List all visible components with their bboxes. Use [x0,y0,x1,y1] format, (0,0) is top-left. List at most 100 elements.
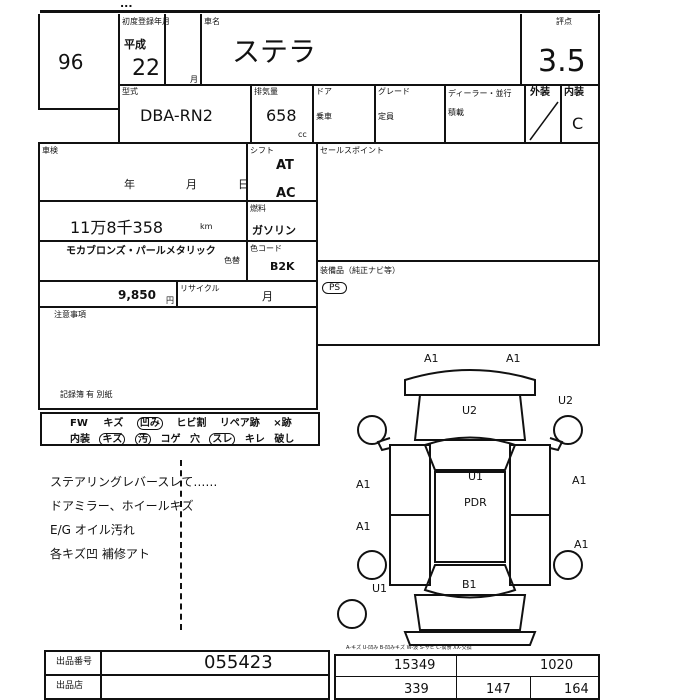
equipment-value: PS [322,282,348,294]
spare-tire [337,599,367,629]
record-value: 有 別紙 [86,390,113,399]
grade-box-label: 評点 [556,17,572,26]
recept-label: 出品店 [56,681,84,691]
interior-grade: C [572,114,584,133]
fuel-value: ガソリン [252,224,296,237]
pass-number-label: 出品番号 [56,657,93,667]
notes: ステアリングレバースレて…… ドアミラー、ホイールキズ E/G オイル汚れ 各キ… [50,470,217,566]
year-label: 初度登録年月 [122,17,170,26]
condition-row-1: FW キズ 凹み ヒビ割 リペア跡 ×跡 [70,414,292,430]
mark-a1-left-front: A1 [356,478,371,491]
cond-ana: 穴 [189,434,200,445]
mark-u2-hood: U2 [462,404,478,417]
stats-box [334,654,600,700]
lot-number: 96 [58,50,84,74]
mark-a1-right-front: A1 [572,474,587,487]
cond-koge: コゲ [160,434,181,445]
stats-vline-2 [530,676,531,700]
interior-label: 内装 [564,87,584,98]
displacement-label: 排気量 [254,87,278,96]
inspection-day: 日 [238,178,249,191]
stat-3: 339 [404,682,429,697]
inspection-year: 年 [124,178,135,191]
mark-a1-left-rear: A1 [356,520,371,533]
record-label: 記録簿 [60,390,84,399]
small-field-2: 定員 [378,112,394,121]
header-strip [40,0,600,13]
inspection-label: 車検 [42,146,58,155]
recycle-label: リサイクル [180,284,220,293]
cond-x: ×跡 [273,418,292,429]
year-unit: 月 [190,75,198,84]
fuel-label: 燃料 [250,204,266,213]
small-field-3: 積載 [448,108,464,117]
recept-box [44,674,330,700]
year-value: 22 [132,56,160,81]
mileage-unit: km [200,222,213,231]
color-code-label: 色コード [250,244,282,253]
year-era: 平成 [124,38,146,51]
cond-yabure: 破し [274,434,295,445]
cond-repair: リペア跡 [219,418,260,429]
stats-hline [334,676,600,677]
condition-row-2: 内装 キズ 汚 コゲ 穴 スレ キレ 破し [70,430,295,446]
mark-pdr: PDR [464,496,487,509]
color-value: モカブロンズ・パールメタリック [66,246,216,257]
mark-u1-left-rear: U1 [372,582,388,595]
small-field-1: 乗車 [316,112,332,121]
remarks-header: 注意事項 [54,310,86,319]
tax-value: 9,850 [118,288,156,302]
stat-4: 147 [486,682,511,697]
exterior-slash [529,101,559,141]
tax-unit: 円 [166,296,174,305]
car-name-value: ステラ [232,35,317,68]
note-3: E/G オイル汚れ [50,523,135,537]
legend: A-キズ U-凹み B-凹みキズ W-波 S-サビ C-腐食 XX-交換 [346,645,472,651]
header-title: ... [120,0,133,10]
recycle-month: 月 [262,290,273,303]
note-2: ドアミラー、ホイールキズ [50,499,194,513]
model-value: DBA-RN2 [140,106,213,125]
shift-label: シフト [250,146,274,155]
grade-box-value: 3.5 [538,44,586,79]
stat-2: 1020 [540,658,574,673]
cond-sure: スレ [209,433,236,446]
displacement-value: 658 [266,106,297,125]
cond-hibi: ヒビ割 [176,418,207,429]
dealer-label: ディーラー・並行 [448,89,512,98]
condition-box [40,412,320,446]
ac-value: AC [276,186,296,201]
mark-u1-roof: U1 [468,470,484,483]
exterior-label: 外装 [530,87,550,98]
note-1: ステアリングレバースレて…… [50,475,218,489]
stat-5: 164 [564,682,589,697]
mark-b1: B1 [462,578,477,591]
cond-kizu2: キズ [99,433,126,446]
cond-fw: FW [70,418,88,429]
year-divider [164,14,166,86]
remarks-box [38,306,318,410]
mark-u2-wheel: U2 [558,394,574,407]
cond-yogore: 汚 [134,433,151,446]
inspection-month: 月 [186,178,197,191]
notes-divider [180,460,182,630]
door-label: ドア [316,87,332,96]
mark-a1-front-left: A1 [424,352,439,365]
inspection-box [38,142,248,202]
note-4: 各キズ凹 補修アト [50,547,150,561]
sales-point-label: セールスポイント [320,146,384,155]
color-code-value: B2K [270,260,295,273]
grade-field-label: グレード [378,87,410,96]
cond-kire: キレ [244,434,265,445]
cond-naisou: 内装 [70,434,90,445]
model-label: 型式 [122,87,138,96]
color-change-label: 色替 [224,256,240,265]
displacement-unit: cc [298,130,307,139]
cond-hekomi: 凹み [136,417,163,430]
mark-a1-right-rear: A1 [574,538,589,551]
sales-point-box [316,142,600,262]
equipment-label: 装備品（純正ナビ等） [320,266,400,275]
mileage-value: 11万8千358 [70,218,164,237]
cond-kizu: キズ [103,418,124,429]
mark-a1-front-right: A1 [506,352,521,365]
